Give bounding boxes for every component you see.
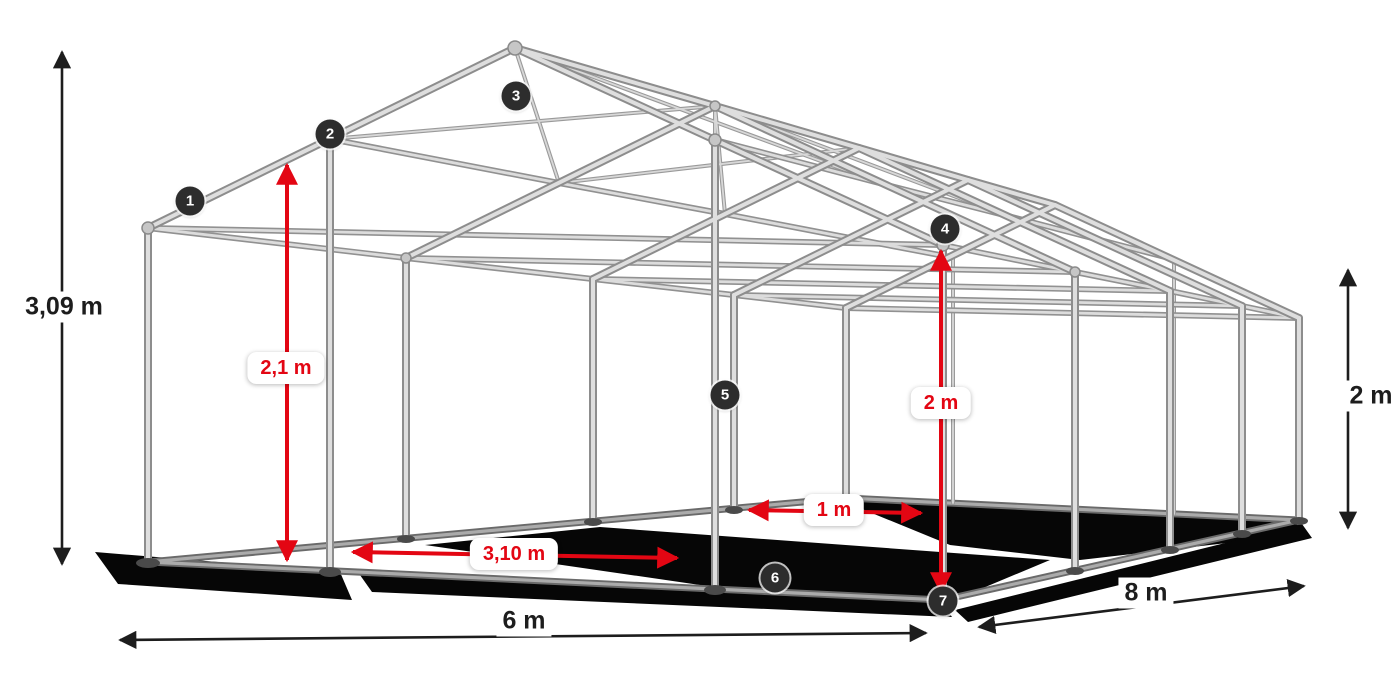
dim-label-entrance-width: 3,10 m xyxy=(469,538,559,570)
dim-label-total-height: 3,09 m xyxy=(19,291,109,323)
dim-label-length: 8 m xyxy=(1118,577,1174,609)
dim-label-width: 6 m xyxy=(496,605,552,637)
dim-label-interior-side-height: 2 m xyxy=(910,387,972,419)
part-marker-4: 4 xyxy=(930,214,960,244)
dim-label-post-spacing: 1 m xyxy=(803,494,865,526)
dim-label-gable-post-height: 2,1 m xyxy=(247,352,325,384)
part-marker-1: 1 xyxy=(175,186,205,216)
part-marker-3: 3 xyxy=(501,81,531,111)
part-marker-6: 6 xyxy=(760,563,790,593)
part-marker-2: 2 xyxy=(315,119,345,149)
part-marker-5: 5 xyxy=(710,380,740,410)
part-marker-7: 7 xyxy=(928,586,958,616)
dim-label-side-wall-height: 2 m xyxy=(1343,380,1399,412)
